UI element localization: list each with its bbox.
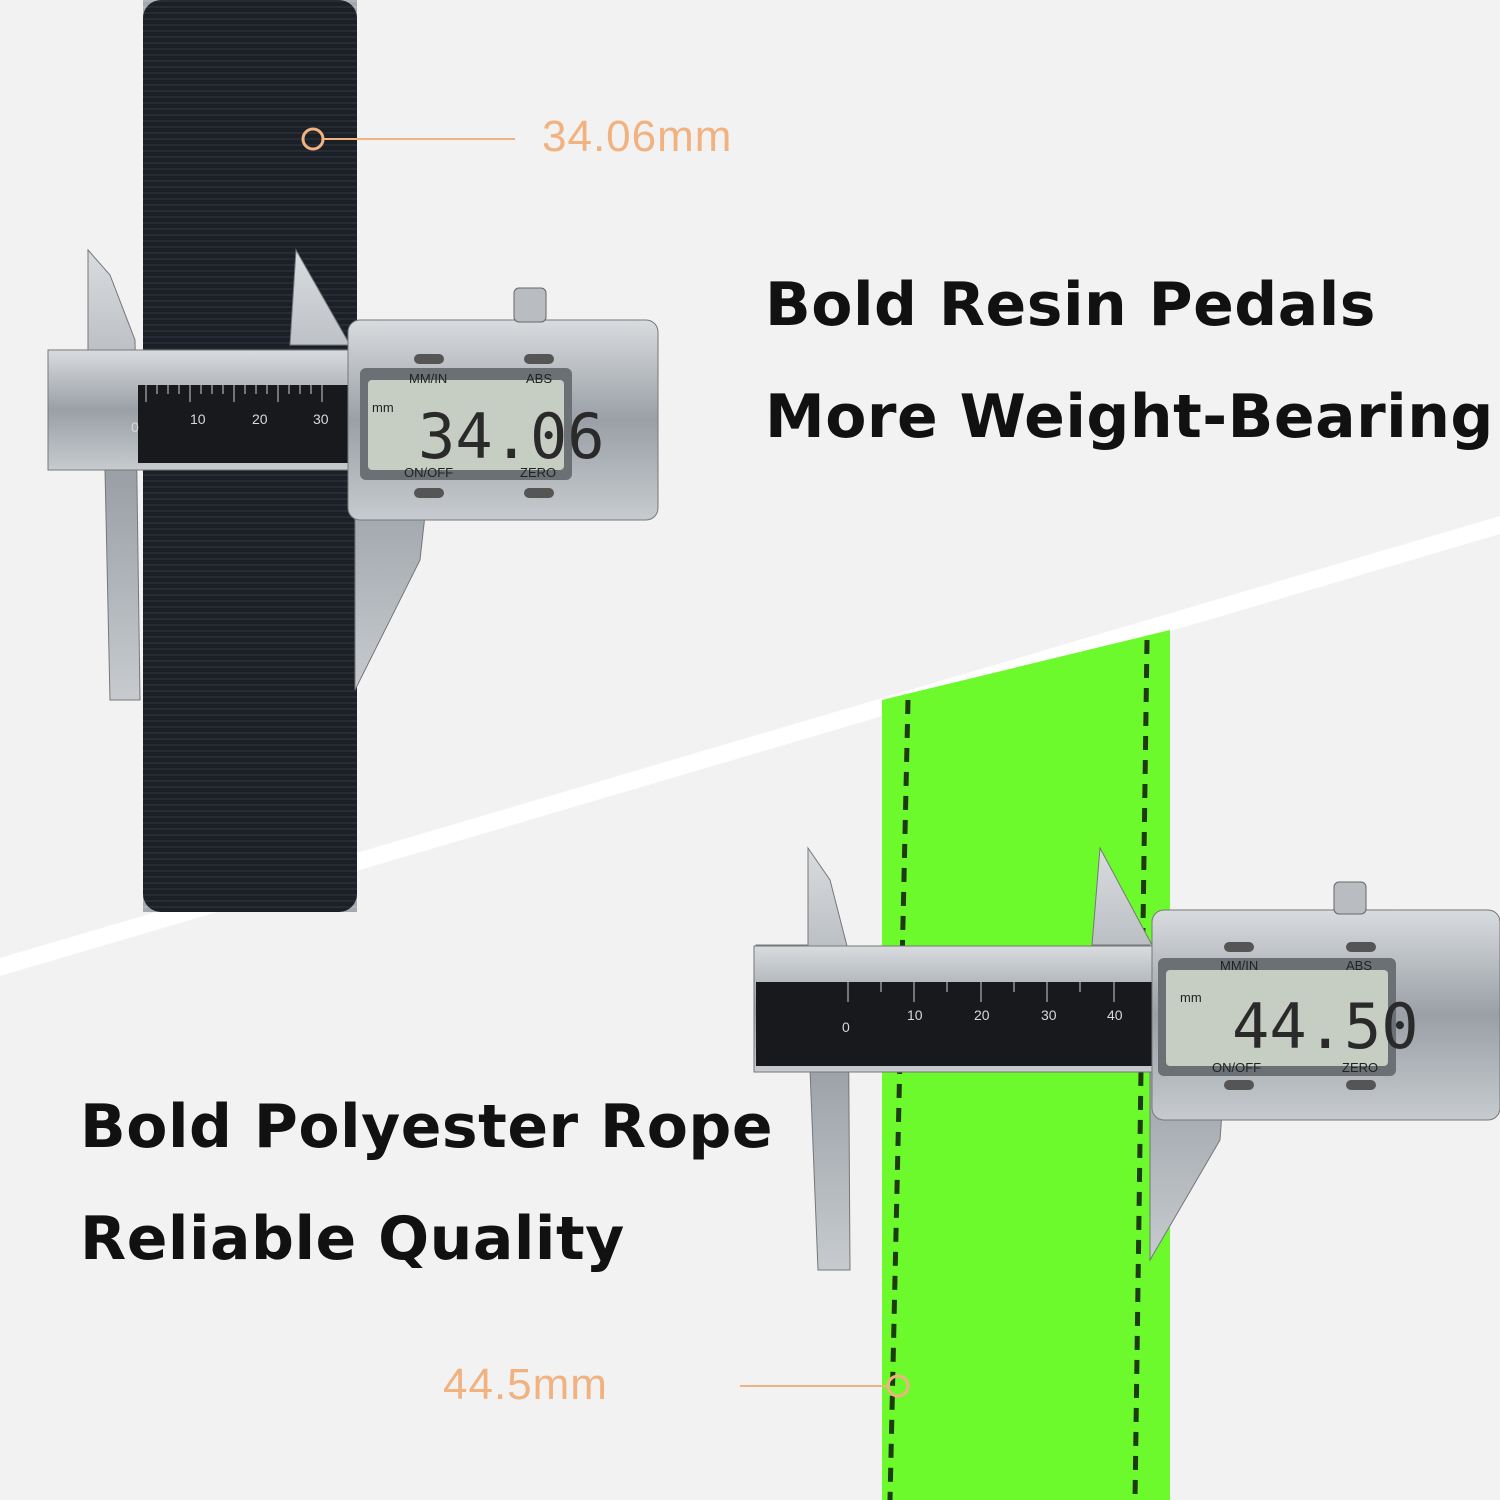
caliper-scale bbox=[138, 385, 363, 463]
scale-number-0: 0 bbox=[131, 419, 139, 435]
on-off-label: ON/OFF bbox=[1212, 1060, 1261, 1075]
abs-label: ABS bbox=[526, 371, 552, 386]
lcd-screen bbox=[1166, 970, 1388, 1066]
thumb-wheel bbox=[513, 287, 547, 323]
top-headline-line2: More Weight-Bearing bbox=[765, 382, 1494, 452]
lcd-screen bbox=[368, 380, 564, 470]
scale-number-10: 10 bbox=[907, 1007, 923, 1023]
lcd-reading: 44.50 bbox=[1232, 990, 1419, 1063]
measure-marker bbox=[886, 1374, 910, 1398]
top-measurement-label: 34.06mm bbox=[542, 112, 733, 161]
scale-number-40: 40 bbox=[1107, 1007, 1123, 1023]
mm-in-button[interactable] bbox=[414, 354, 444, 364]
caliper-fixed-jaw bbox=[49, 248, 141, 701]
abs-label: ABS bbox=[1346, 958, 1372, 973]
bottom-headline-line2: Reliable Quality bbox=[80, 1204, 625, 1274]
mm-in-label: MM/IN bbox=[1220, 958, 1258, 973]
on-off-button[interactable] bbox=[414, 488, 444, 498]
top-caliper-photo: 0 10 20 30 mm 34.06 MM/IN ABS ON/OFF ZER… bbox=[47, 0, 659, 912]
scale-ticks bbox=[145, 385, 323, 402]
lcd-reading: 34.06 bbox=[418, 400, 605, 473]
scale-number-30: 30 bbox=[313, 411, 329, 427]
scale-number-30: 30 bbox=[1041, 1007, 1057, 1023]
bottom-measurement-label: 44.5mm bbox=[443, 1360, 608, 1409]
scale-ticks bbox=[847, 982, 1115, 1002]
scale-number-10: 10 bbox=[190, 411, 206, 427]
scale-number-20: 20 bbox=[252, 411, 268, 427]
lcd-unit: mm bbox=[1180, 990, 1202, 1005]
zero-label: ZERO bbox=[520, 465, 556, 480]
abs-button[interactable] bbox=[1346, 942, 1376, 952]
on-off-label: ON/OFF bbox=[404, 465, 453, 480]
mm-in-label: MM/IN bbox=[409, 371, 447, 386]
caliper-scale bbox=[756, 982, 1154, 1066]
mm-in-button[interactable] bbox=[1224, 942, 1254, 952]
zero-button[interactable] bbox=[1346, 1080, 1376, 1090]
bottom-caliper-photo: 0 10 20 30 40 mm 44.50 MM/IN ABS ON/OFF … bbox=[740, 630, 1500, 1500]
zero-label: ZERO bbox=[1342, 1060, 1378, 1075]
scale-number-0: 0 bbox=[842, 1019, 850, 1035]
abs-button[interactable] bbox=[524, 354, 554, 364]
lcd-unit: mm bbox=[372, 400, 394, 415]
top-headline-line1: Bold Resin Pedals bbox=[765, 270, 1377, 340]
thumb-wheel bbox=[1333, 881, 1367, 915]
zero-button[interactable] bbox=[524, 488, 554, 498]
strap-stitch-left bbox=[887, 699, 911, 1500]
on-off-button[interactable] bbox=[1224, 1080, 1254, 1090]
scale-number-20: 20 bbox=[974, 1007, 990, 1023]
bottom-headline-line1: Bold Polyester Rope bbox=[80, 1092, 774, 1162]
